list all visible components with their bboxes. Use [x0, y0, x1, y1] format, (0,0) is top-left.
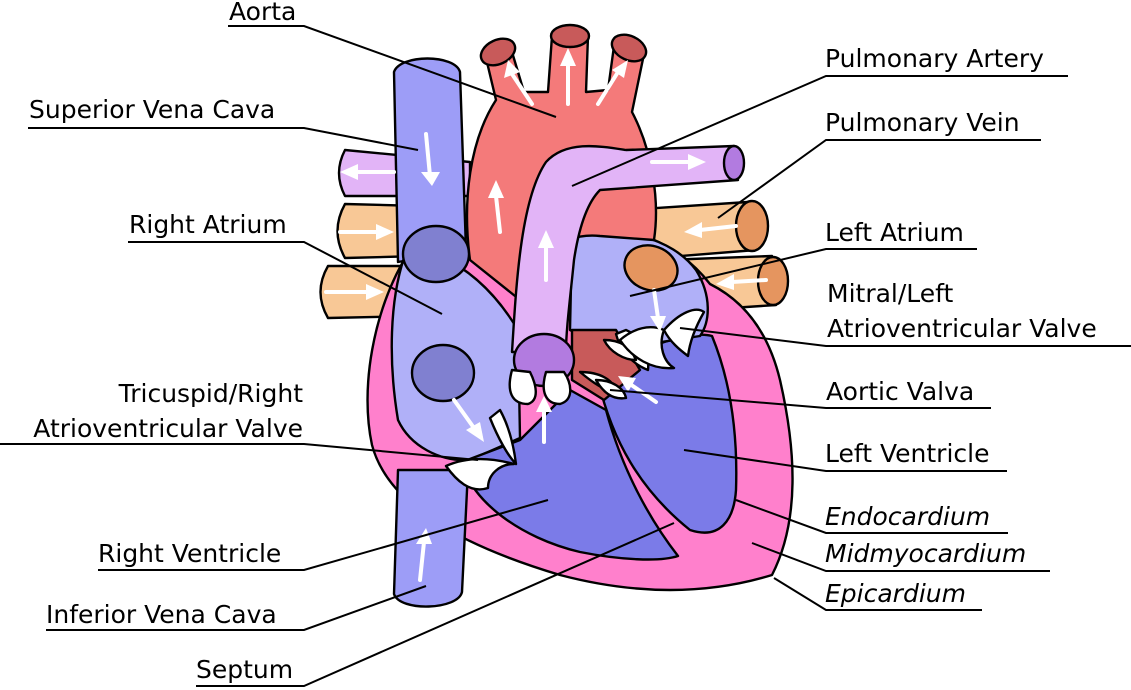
vena-cava [392, 57, 470, 608]
label-pulmonary-vein: Pulmonary Vein [825, 108, 1020, 137]
label-tricuspid-line2: Atrioventricular Valve [33, 414, 303, 443]
label-right-ventricle: Right Ventricle [98, 539, 281, 568]
pulmonary-artery-end [722, 144, 746, 182]
label-left-atrium: Left Atrium [825, 218, 964, 247]
leader-lines [0, 25, 1131, 687]
labels-left: Aorta Superior Vena Cava Right Atrium Tr… [29, 0, 303, 684]
label-left-ventricle: Left Ventricle [825, 439, 989, 468]
right-ventricle [460, 388, 680, 561]
label-aortic-valva: Aortic Valva [826, 377, 974, 406]
pulmonary-vein-opening [623, 244, 679, 292]
label-mitral-line1: Mitral/Left [827, 279, 954, 308]
valve-leaflets [444, 308, 706, 491]
label-pulmonary-artery: Pulmonary Artery [825, 44, 1044, 73]
label-right-atrium: Right Atrium [129, 210, 287, 239]
labels-right: Pulmonary Artery Pulmonary Vein Left Atr… [825, 44, 1097, 608]
heart-drawing [319, 23, 794, 608]
svc-opening [401, 224, 471, 284]
label-epicardium: Epicardium [825, 579, 966, 608]
blood-flow-arrows [324, 48, 768, 582]
ivc-opening [410, 343, 476, 403]
label-superior-vena-cava: Superior Vena Cava [29, 95, 275, 124]
pulmonary-artery-trunk [510, 144, 740, 354]
label-endocardium: Endocardium [825, 502, 990, 531]
label-midmyocardium: Midmyocardium [825, 539, 1026, 568]
label-inferior-vena-cava: Inferior Vena Cava [46, 600, 277, 629]
label-septum: Septum [196, 655, 293, 684]
label-aorta: Aorta [229, 0, 296, 26]
label-tricuspid-line1: Tricuspid/Right [118, 379, 304, 408]
label-mitral-line2: Atrioventricular Valve [827, 314, 1097, 343]
